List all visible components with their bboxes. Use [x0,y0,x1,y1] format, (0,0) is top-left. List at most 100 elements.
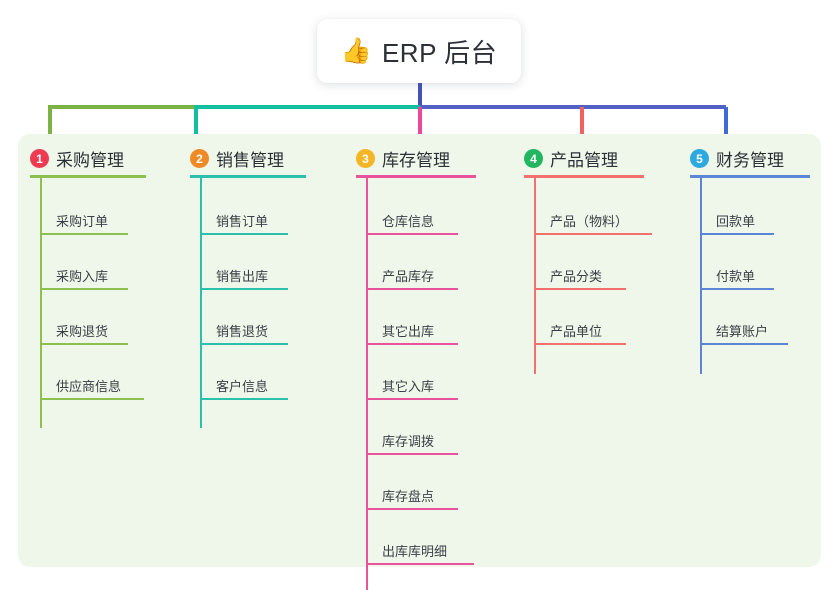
branch-item-label: 其它入库 [382,379,435,394]
branch-item-label: 产品分类 [550,269,603,284]
branch-item[interactable]: 产品库存 [366,262,458,290]
branch-spine-finance [700,178,702,374]
branch-spine-product [534,178,536,374]
branch-item-label: 付款单 [716,269,756,284]
bus-teal [194,105,420,109]
branch-badge-sales: 2 [190,149,209,168]
branch-item-label: 供应商信息 [56,379,122,394]
bus-green [48,105,194,109]
branch-item-underline [366,288,458,290]
branch-item-underline [200,398,288,400]
branch-header-sales[interactable]: 2 销售管理 [190,146,284,171]
branch-item-underline [40,398,144,400]
branch-underline-finance [690,175,810,178]
branch-item-label: 销售出库 [216,269,269,284]
branch-item[interactable]: 其它入库 [366,372,458,400]
branch-item-underline [366,343,458,345]
drop-product [580,107,584,141]
thumbs-up-icon: 👍 [340,36,372,65]
branch-item[interactable]: 产品分类 [534,262,626,290]
branch-item-underline [534,288,626,290]
branch-item-underline [200,288,288,290]
branch-item-label: 其它出库 [382,324,435,339]
branch-title-inventory: 库存管理 [382,151,450,170]
branch-item[interactable]: 采购退货 [40,317,128,345]
branch-item-label: 结算账户 [716,324,769,339]
drop-purchase [48,107,52,141]
branch-badge-inventory: 3 [356,149,375,168]
branch-item-label: 仓库信息 [382,214,435,229]
branch-item[interactable]: 回款单 [700,207,774,235]
branch-item-label: 出库库明细 [382,544,448,559]
branch-header-finance[interactable]: 5 财务管理 [690,146,784,171]
branch-item-underline [200,233,288,235]
branch-title-finance: 财务管理 [716,151,784,170]
branch-item[interactable]: 销售出库 [200,262,288,290]
branch-item[interactable]: 客户信息 [200,372,288,400]
branch-item[interactable]: 采购入库 [40,262,128,290]
branch-item-label: 销售退货 [216,324,269,339]
branch-item-label: 库存盘点 [382,489,435,504]
branch-underline-purchase [30,175,146,178]
branch-item-underline [366,508,458,510]
branch-item[interactable]: 库存盘点 [366,482,458,510]
branch-item-label: 库存调拨 [382,434,435,449]
branch-header-purchase[interactable]: 1 采购管理 [30,146,124,171]
drop-inventory [418,107,422,141]
branch-item-label: 回款单 [716,214,756,229]
branch-item[interactable]: 产品（物料） [534,207,652,235]
branch-item-underline [534,233,652,235]
branch-item[interactable]: 仓库信息 [366,207,458,235]
branch-item-label: 产品库存 [382,269,435,284]
branch-title-product: 产品管理 [550,151,618,170]
branch-item-underline [366,563,474,565]
drop-sales [194,107,198,141]
root-stem-connector [418,83,422,107]
root-node-card[interactable]: 👍 ERP 后台 [317,19,521,83]
branch-header-product[interactable]: 4 产品管理 [524,146,618,171]
branch-spine-sales [200,178,202,428]
branch-underline-inventory [356,175,476,178]
page-title: ERP 后台 [381,37,498,68]
branch-item[interactable]: 付款单 [700,262,774,290]
drop-finance [724,107,728,141]
branch-header-inventory[interactable]: 3 库存管理 [356,146,450,171]
branch-item[interactable]: 采购订单 [40,207,128,235]
branch-item-label: 采购订单 [56,214,109,229]
branch-item-underline [366,233,458,235]
branch-title-purchase: 采购管理 [56,151,124,170]
branch-item[interactable]: 结算账户 [700,317,788,345]
branch-item-label: 采购入库 [56,269,109,284]
branch-item[interactable]: 库存调拨 [366,427,458,455]
branch-item-underline [366,398,458,400]
branch-item[interactable]: 供应商信息 [40,372,144,400]
branch-item-underline [700,233,774,235]
branch-item[interactable]: 产品单位 [534,317,626,345]
branch-spine-purchase [40,178,42,428]
branches-panel: 1 采购管理采购订单采购入库采购退货供应商信息 2 销售管理销售订单销售出库销售退货客… [18,134,821,590]
branch-item-underline [40,288,128,290]
branch-badge-product: 4 [524,149,543,168]
bus-purple [420,105,726,109]
branch-spine-inventory [366,178,368,590]
branch-underline-product [524,175,644,178]
branch-underline-sales [190,175,306,178]
branch-item[interactable]: 其它出库 [366,317,458,345]
branch-item-underline [40,233,128,235]
branch-item-label: 产品（物料） [550,214,629,229]
branch-item-underline [366,453,458,455]
branch-item[interactable]: 销售退货 [200,317,288,345]
branch-badge-finance: 5 [690,149,709,168]
branch-item-underline [200,343,288,345]
branch-title-sales: 销售管理 [216,151,284,170]
branch-item-underline [700,343,788,345]
branch-badge-purchase: 1 [30,149,49,168]
branch-item-label: 采购退货 [56,324,109,339]
branch-item-label: 产品单位 [550,324,603,339]
branch-item-underline [40,343,128,345]
branch-item[interactable]: 销售订单 [200,207,288,235]
branch-item[interactable]: 出库库明细 [366,537,474,565]
branch-item-label: 客户信息 [216,379,269,394]
branch-item-label: 销售订单 [216,214,269,229]
